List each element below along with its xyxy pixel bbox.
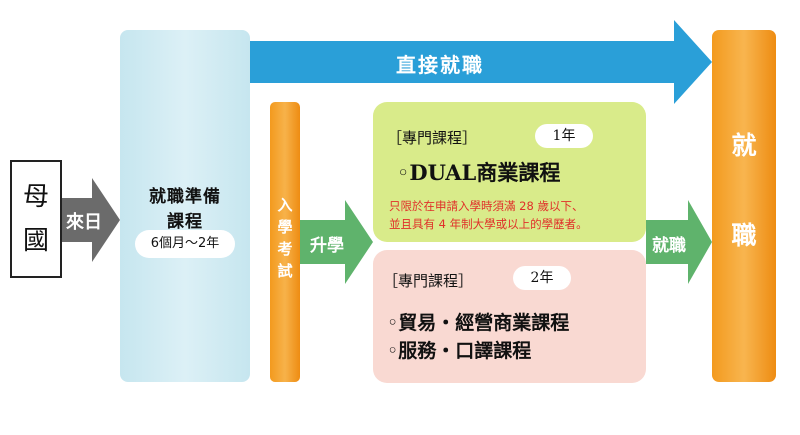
dual-course-years: 1年 xyxy=(535,124,593,148)
home-char-2: 國 xyxy=(22,226,49,256)
course-to-employment-arrow: 就職 xyxy=(646,200,712,284)
employment-char-2: 職 xyxy=(731,221,757,250)
exam-char-1: 入 xyxy=(277,196,293,214)
course-to-employment-label: 就職 xyxy=(652,236,686,256)
job-prep-course-column: 就職準備 課程 xyxy=(120,30,250,382)
exam-char-2: 學 xyxy=(277,218,293,236)
exam-char-4: 試 xyxy=(277,262,293,280)
trade-course-item2: ◦服務・口譯課程 xyxy=(387,340,532,362)
employment-char-1: 就 xyxy=(731,131,757,160)
employment-column: 就 職 xyxy=(712,30,776,382)
exam-char-3: 考 xyxy=(277,240,293,258)
home-char-1: 母 xyxy=(22,182,49,212)
arrive-japan-label: 來日 xyxy=(66,212,102,233)
direct-employment-arrow: 直接就職 xyxy=(250,20,712,104)
trade-course-box: ［專門課程］ 2年 ◦貿易・經營商業課程 ◦服務・口譯課程 xyxy=(373,250,646,383)
dual-course-note-line2: 並且具有 4 年制大學或以上的學歷者。 xyxy=(389,217,588,231)
further-study-arrow: 升學 xyxy=(300,200,373,284)
home-country-box: 母 國 xyxy=(10,160,62,278)
trade-course-tag: ［專門課程］ xyxy=(383,272,474,290)
trade-course-item1: ◦貿易・經營商業課程 xyxy=(387,312,570,334)
prep-duration-badge: 6個月～2年 xyxy=(135,230,235,258)
trade-course-years: 2年 xyxy=(513,266,571,290)
dual-course-note-line1: 只限於在申請入學時須滿 28 歲以下、 xyxy=(389,199,584,213)
dual-course-tag: ［專門課程］ xyxy=(387,129,478,147)
arrive-japan-arrow: 來日 xyxy=(62,178,120,262)
direct-employment-label: 直接就職 xyxy=(396,53,484,77)
dual-course-title: ◦DUAL商業課程 xyxy=(397,160,561,185)
further-study-label: 升學 xyxy=(310,236,344,256)
prep-title-line1: 就職準備 xyxy=(149,187,221,207)
entrance-exam-column: 入 學 考 試 xyxy=(270,102,300,382)
dual-course-box: ［專門課程］ 1年 ◦DUAL商業課程 只限於在申請入學時須滿 28 歲以下、 … xyxy=(373,102,646,242)
prep-title-line2: 課程 xyxy=(167,212,203,232)
